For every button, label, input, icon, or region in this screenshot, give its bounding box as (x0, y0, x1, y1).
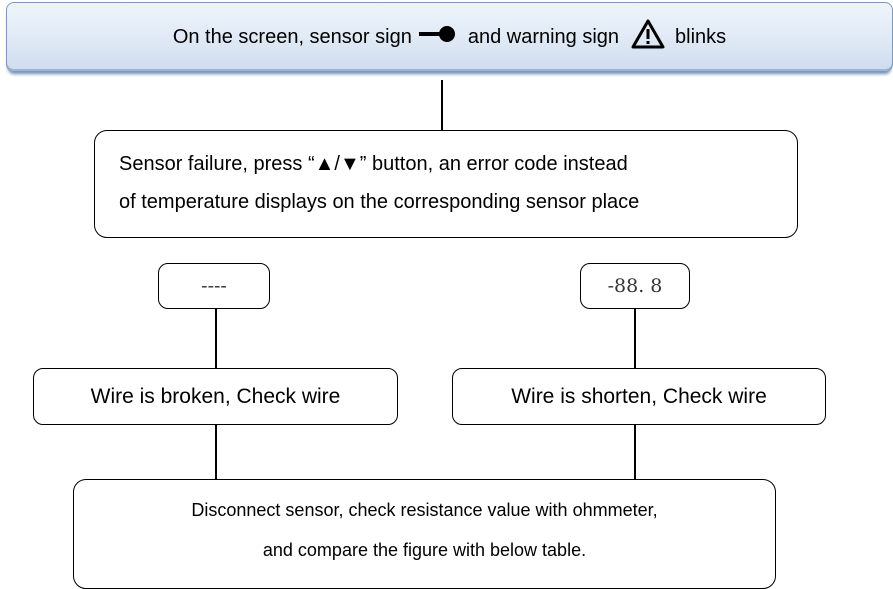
error-code-short: -88. 8 (607, 275, 663, 297)
wire-broken-text: Wire is broken, Check wire (90, 384, 341, 408)
banner-text-start: On the screen, sensor sign (172, 25, 412, 48)
disconnect-text-line2: and compare the figure with below table. (262, 540, 587, 560)
sensor-icon (418, 24, 458, 50)
disconnect-text-line1: Disconnect sensor, check resistance valu… (191, 500, 658, 520)
failure-text-line2: of temperature displays on the correspon… (119, 191, 640, 213)
connector-banner-failure (441, 80, 443, 130)
connector-code-short-wire (634, 309, 636, 368)
connector-code-broken-wire (215, 309, 217, 368)
warning-icon (631, 19, 665, 55)
error-code-broken: ---- (201, 275, 227, 297)
error-code-broken-box: ---- (158, 263, 270, 309)
wire-short-box: Wire is shorten, Check wire (452, 368, 826, 425)
sensor-failure-box: Sensor failure, press “▲/▼” button, an e… (94, 130, 798, 238)
banner-text-middle: and warning sign (467, 25, 620, 48)
wire-short-text: Wire is shorten, Check wire (511, 384, 767, 408)
failure-text-line1: Sensor failure, press “▲/▼” button, an e… (119, 153, 628, 175)
error-code-short-box: -88. 8 (580, 263, 690, 309)
wire-broken-box: Wire is broken, Check wire (33, 368, 398, 425)
banner-text-end: blinks (675, 25, 727, 48)
top-banner: On the screen, sensor sign and warning s… (6, 2, 893, 72)
connector-wire-broken-disconnect (215, 425, 217, 479)
connector-wire-short-disconnect (634, 425, 636, 479)
